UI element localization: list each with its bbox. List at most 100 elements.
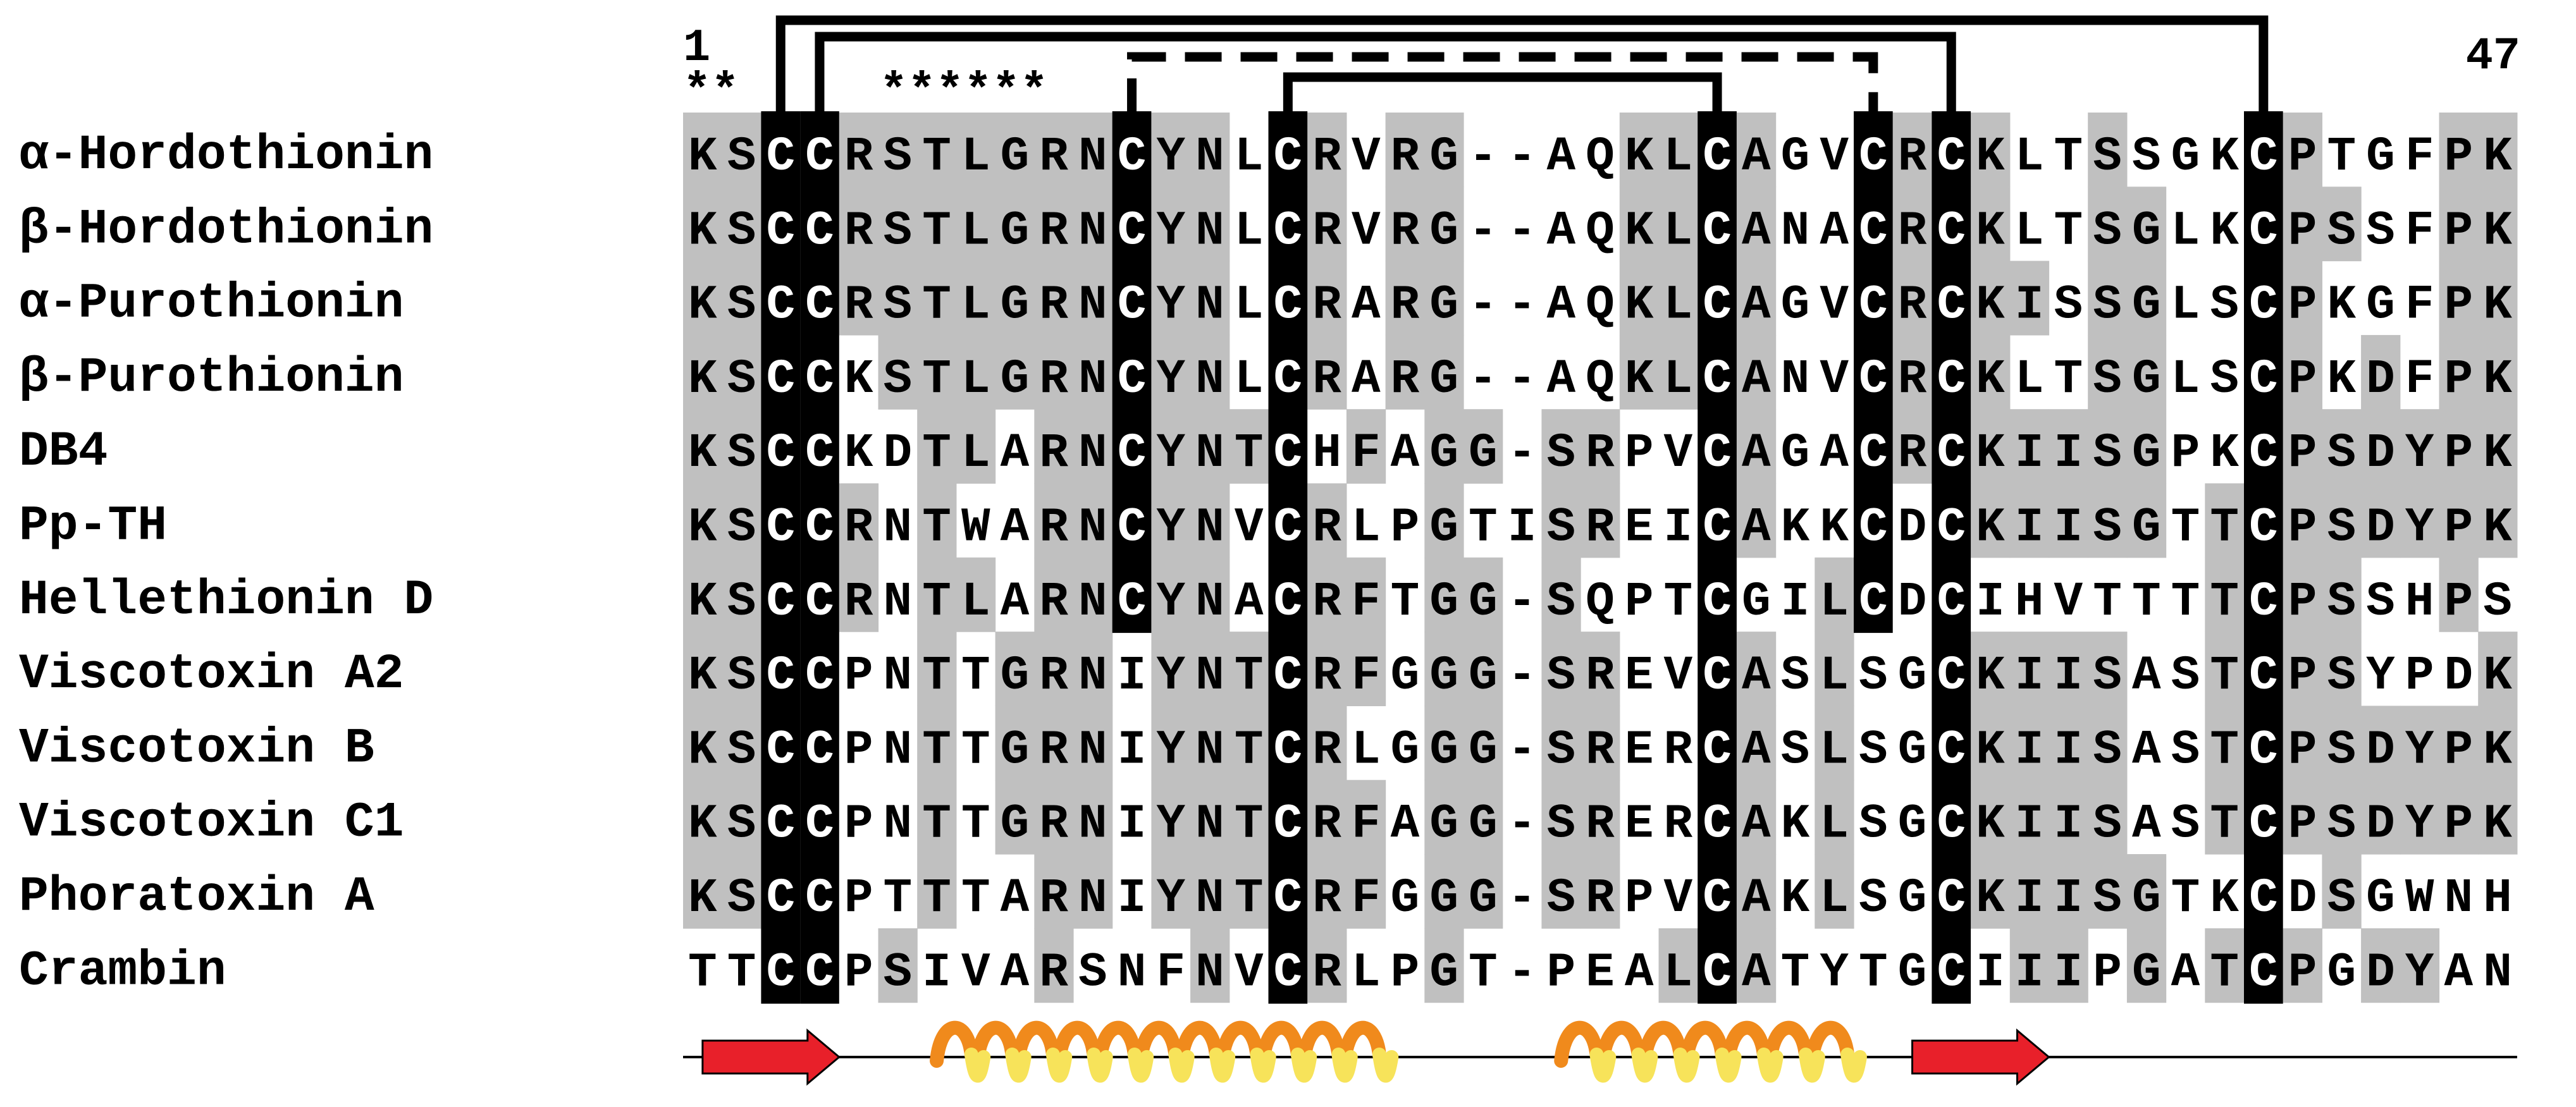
- conserved-cell: [2283, 632, 2322, 706]
- residue: P: [844, 945, 873, 1000]
- residue: S: [2210, 352, 2239, 407]
- conserved-cell: [878, 260, 918, 336]
- residue: G: [1469, 575, 1498, 629]
- conserved-cell: [2009, 854, 2050, 929]
- residue: S: [727, 501, 756, 555]
- conserved-cell: [1581, 780, 1620, 855]
- conserved-cell: [2439, 260, 2479, 336]
- residue: S: [2327, 723, 2356, 777]
- residue: N: [1078, 204, 1107, 258]
- conserved-cell: [2088, 113, 2128, 187]
- residue: C: [1118, 352, 1147, 407]
- residue: K: [2483, 649, 2512, 703]
- protein-name: DB4: [19, 424, 108, 480]
- residue: R: [1586, 797, 1615, 852]
- residue: G: [2132, 278, 2161, 333]
- residue: R: [844, 575, 873, 629]
- protein-name: α-Purothionin: [19, 276, 404, 332]
- residue: V: [1820, 278, 1849, 333]
- conserved-cell: [917, 409, 957, 484]
- residue: T: [2210, 945, 2239, 1000]
- residue: C: [766, 945, 795, 1000]
- conserved-cell: [1736, 483, 1777, 558]
- conserved-cell: [2009, 632, 2050, 706]
- residue: N: [1195, 797, 1224, 852]
- residue: L: [1664, 278, 1693, 333]
- conserved-cell: [722, 260, 761, 336]
- residue: K: [1976, 501, 2005, 555]
- conserved-cell: [2478, 187, 2518, 262]
- conserved-cell: [1073, 409, 1113, 484]
- conserved-cell: [2361, 928, 2401, 1003]
- residue: R: [1898, 130, 1927, 184]
- residue: C: [1274, 501, 1303, 555]
- residue: G: [2366, 278, 2395, 333]
- protein-name: Crambin: [19, 943, 226, 999]
- conserved-cell: [2283, 334, 2322, 410]
- residue: K: [2483, 278, 2512, 333]
- residue: C: [805, 723, 834, 777]
- residue: R: [1586, 501, 1615, 555]
- conserved-cell: [2088, 409, 2128, 484]
- conserved-cell: [2009, 260, 2050, 336]
- residue: S: [2327, 426, 2356, 480]
- conserved-cell: [1424, 187, 1464, 262]
- residue: T: [2210, 649, 2239, 703]
- residue: -: [1508, 723, 1537, 777]
- position-start-label: 1: [683, 22, 710, 74]
- conservation-shading: [683, 113, 2518, 1003]
- residue: S: [727, 278, 756, 333]
- residue: G: [1898, 871, 1927, 926]
- residue: N: [1781, 204, 1810, 258]
- conserved-cell: [2088, 706, 2128, 781]
- residue: C: [1859, 575, 1888, 629]
- residue: P: [2288, 278, 2317, 333]
- conserved-cell: [1034, 780, 1074, 855]
- conserved-cell: [995, 780, 1035, 855]
- conserved-cell: [878, 113, 918, 187]
- residue: S: [884, 204, 913, 258]
- conserved-cell: [1736, 706, 1777, 781]
- helix-back-turn: [1093, 1020, 1142, 1068]
- conserved-cell: [722, 483, 761, 558]
- helix-back-turn: [1338, 1020, 1386, 1068]
- residue: G: [1429, 797, 1458, 852]
- residue: K: [2483, 426, 2512, 480]
- residue: T: [922, 130, 951, 184]
- residue: V: [1352, 130, 1381, 184]
- conserved-cell: [2088, 260, 2128, 336]
- conserved-cell: [2439, 780, 2479, 855]
- beta-strand-arrow: [701, 1028, 841, 1086]
- conserved-cell: [995, 706, 1035, 781]
- residue: G: [2327, 945, 2356, 1000]
- residue: L: [1235, 130, 1264, 184]
- residue: A: [2132, 797, 2161, 852]
- residue: -: [1508, 130, 1537, 184]
- conserved-cell: [1815, 632, 1854, 706]
- residue: K: [2210, 426, 2239, 480]
- conserved-cell: [1541, 854, 1581, 929]
- residue: I: [922, 945, 951, 1000]
- conserved-cell: [1971, 409, 2011, 484]
- residue: C: [766, 501, 795, 555]
- residue: K: [2483, 204, 2512, 258]
- residue: C: [805, 649, 834, 703]
- residue: T: [2054, 204, 2083, 258]
- residue: G: [1391, 871, 1420, 926]
- residue: G: [2366, 871, 2395, 926]
- conserved-cell: [1307, 928, 1347, 1003]
- conserved-cell: [1073, 706, 1113, 781]
- residue: P: [2288, 204, 2317, 258]
- residue: F: [1352, 426, 1381, 480]
- helix-back-turn: [1554, 1020, 1604, 1068]
- residue: N: [1195, 723, 1224, 777]
- residue: -: [1469, 352, 1498, 407]
- conserved-cell: [1151, 780, 1191, 855]
- conserved-cell: [722, 557, 761, 632]
- residue: L: [1235, 278, 1264, 333]
- residue: C: [805, 797, 834, 852]
- conserved-cell: [1073, 187, 1113, 262]
- conserved-cell: [2009, 409, 2050, 484]
- conserved-cell: [1424, 113, 1464, 187]
